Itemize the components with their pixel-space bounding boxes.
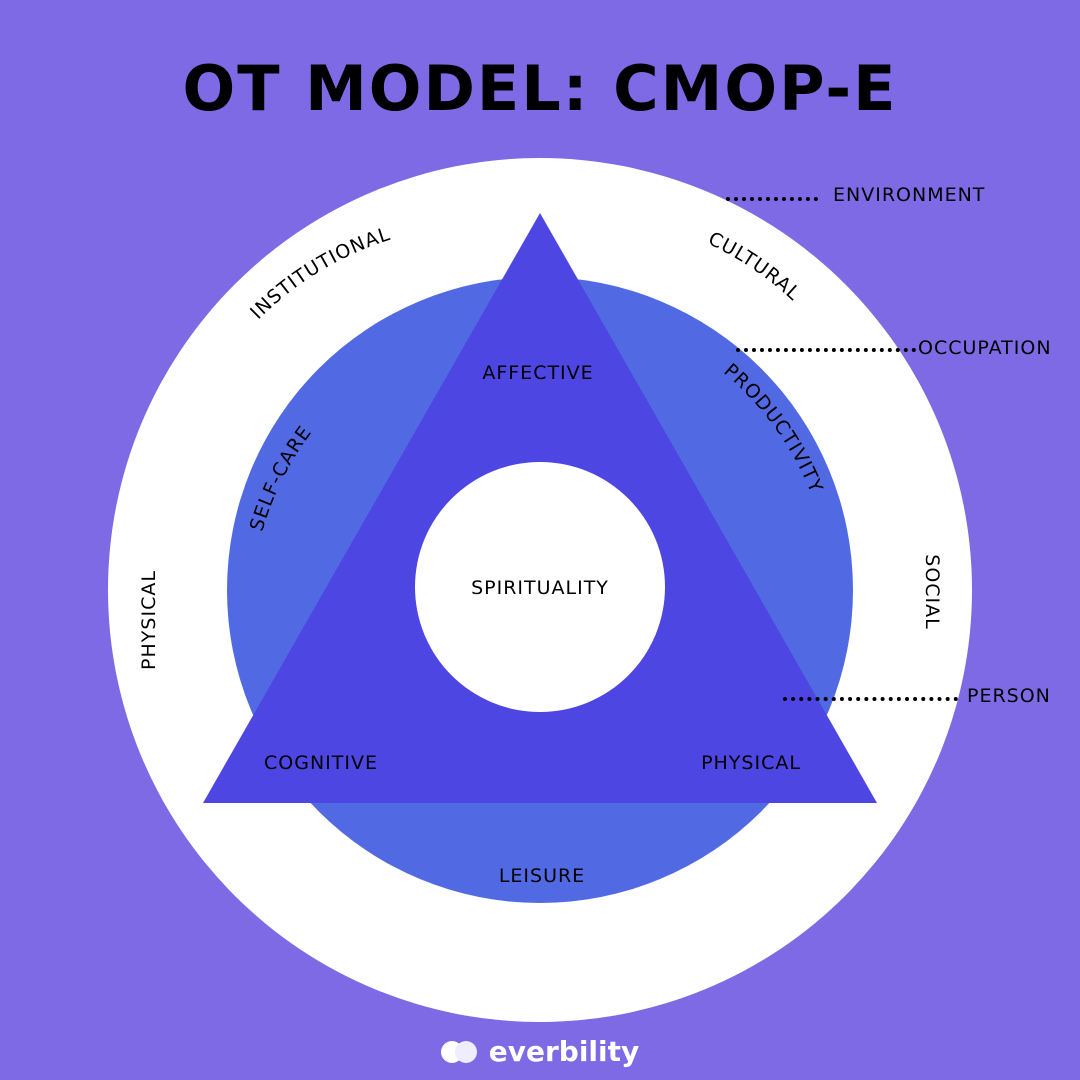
person-cognitive-label: COGNITIVE: [264, 752, 378, 774]
brand-footer: everbility: [0, 1035, 1080, 1068]
person-callout: PERSON: [967, 685, 1051, 707]
env-physical-label: PHYSICAL: [138, 570, 160, 670]
person-physical-label: PHYSICAL: [701, 752, 801, 774]
person-affective-label: AFFECTIVE: [482, 362, 593, 384]
environment-callout: ENVIRONMENT: [833, 184, 986, 206]
brand-name: everbility: [488, 1035, 640, 1068]
spirituality-circle: [415, 462, 665, 712]
everbility-logo-icon: [440, 1040, 479, 1064]
person-leader-line: [783, 697, 958, 701]
env-social-label: SOCIAL: [921, 554, 943, 629]
environment-leader-line: [726, 197, 818, 201]
occ-leisure-label: LEISURE: [499, 865, 585, 887]
occupation-callout: OCCUPATION: [918, 337, 1052, 359]
core-spirituality-label: SPIRITUALITY: [471, 577, 609, 599]
occupation-leader-line: [736, 348, 916, 352]
page-title: OT MODEL: CMOP-E: [182, 52, 898, 125]
